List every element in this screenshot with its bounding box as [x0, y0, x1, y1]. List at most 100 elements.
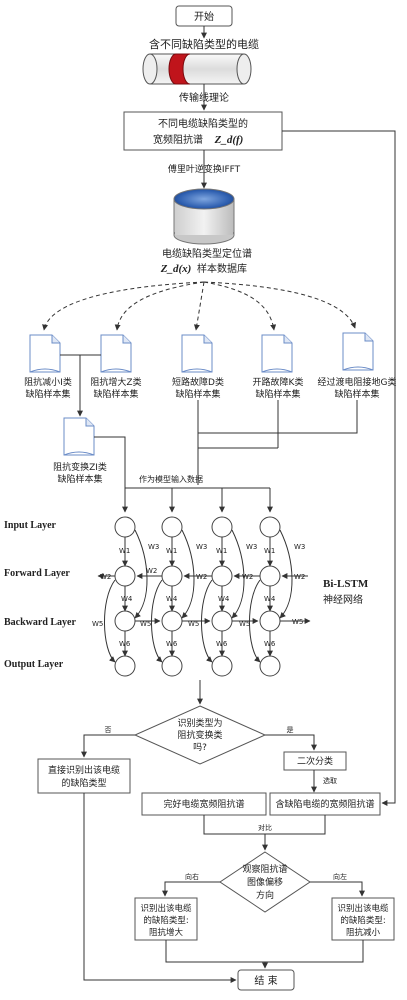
w6-label: W6: [264, 640, 276, 648]
doc-icon-z: [100, 334, 132, 373]
doc-d-line2: 缺陷样本集: [175, 388, 220, 400]
nn-input-node: [161, 516, 183, 538]
doc-k-line2: 缺陷样本集: [255, 388, 300, 400]
w5-label: W5: [239, 620, 250, 628]
w3-label: W3: [196, 543, 207, 551]
decision2-line3: 方向: [256, 889, 274, 901]
nn-output-node: [114, 655, 136, 677]
w1-label: W1: [166, 547, 177, 555]
doc-k-line1: 开路故障K类: [253, 376, 304, 388]
w1-label: W1: [264, 547, 275, 555]
w2-label: W2: [146, 567, 157, 575]
nn-backward-node: [161, 610, 183, 632]
nn-output-node: [211, 655, 233, 677]
nn-output-node: [161, 655, 183, 677]
db-line2: 样本数据库: [197, 262, 247, 275]
w3-label: W3: [246, 543, 257, 551]
yes-label: 是: [287, 726, 294, 734]
result-decrease-line2: 的缺陷类型:: [340, 915, 385, 926]
doc-icon-k: [261, 334, 293, 373]
select-label: 选取: [323, 776, 337, 785]
w3-label: W3: [294, 543, 305, 551]
result-decrease-line1: 识别出该电缆: [337, 903, 389, 914]
nn-column-4: [249, 516, 293, 677]
nn-column-3: [201, 516, 245, 677]
bilstm-line2: 神经网络: [323, 593, 363, 606]
nn-input-node: [114, 516, 136, 538]
nn-backward-node: [259, 610, 281, 632]
decision2-line1: 观察阻抗谱: [242, 863, 287, 875]
backward-layer-label: Backward Layer: [4, 617, 77, 628]
no-label: 否: [105, 726, 112, 734]
compare-label: 对比: [258, 823, 272, 832]
spectrum-symbol: Z_d(f): [214, 134, 244, 146]
model-input-label: 作为模型输入数据: [139, 474, 203, 484]
nn-forward-node: [161, 565, 183, 587]
ifft-label: 傅里叶逆变换IFFT: [168, 163, 241, 175]
db-symbol: Z_d(x): [160, 263, 192, 275]
w4-label: W4: [166, 595, 178, 603]
start-label: 开始: [194, 10, 214, 23]
doc-i-line2: 缺陷样本集: [25, 388, 70, 400]
input-layer-label: Input Layer: [4, 520, 57, 531]
spectrum-box-line1: 不同电缆缺陷类型的: [158, 117, 248, 130]
nn-output-node: [259, 655, 281, 677]
db-line1: 电缆缺陷类型定位谱: [162, 247, 252, 260]
decision1-line3: 吗?: [193, 742, 207, 753]
doc-g-line2: 缺陷样本集: [334, 388, 379, 400]
result-increase-line1: 识别出该电缆: [140, 903, 192, 914]
w6-label: W6: [166, 640, 178, 648]
doc-zi-line2: 缺陷样本集: [57, 473, 102, 485]
w2-label: W2: [242, 573, 253, 581]
doc-zi-line1: 阻抗变换ZI类: [53, 461, 107, 473]
database-icon: [173, 188, 235, 245]
decision-impedance-type: [133, 705, 267, 765]
w4-label: W4: [218, 595, 230, 603]
nn-forward-node: [114, 565, 136, 587]
decision2-line2: 图像偏移: [247, 876, 283, 888]
doc-icon-d: [181, 334, 213, 373]
w6-label: W6: [216, 640, 228, 648]
nn-input-node: [211, 516, 233, 538]
theory-label: 传输线理论: [179, 91, 229, 104]
direct-box-line1: 直接识别出该电缆: [48, 764, 120, 776]
direct-box-line2: 的缺陷类型: [61, 777, 106, 789]
spectrum-box: [123, 111, 283, 151]
result-decrease-line3: 阻抗减小: [346, 927, 381, 938]
nn-backward-node: [114, 610, 136, 632]
forward-layer-label: Forward Layer: [4, 568, 70, 579]
doc-z-line1: 阻抗增大Z类: [90, 376, 141, 388]
nn-forward-node: [259, 565, 281, 587]
decision-shift-direction: [219, 851, 311, 913]
secondary-classify-box: [283, 751, 347, 771]
w5-label: W5: [188, 620, 199, 628]
w4-label: W4: [264, 595, 276, 603]
end-label: 结 束: [254, 974, 277, 987]
result-increase-line3: 阻抗增大: [149, 927, 184, 938]
nn-forward-node: [211, 565, 233, 587]
nn-column-1: [104, 516, 148, 677]
nn-input-node: [259, 516, 281, 538]
doc-d-line1: 短路故障D类: [172, 376, 224, 388]
weight-labels: W1 W1 W1 W1 W3 W3 W3 W3 W2 W2 W2 W2 W2 W…: [92, 543, 305, 648]
result-increase-box: [134, 897, 198, 941]
direct-identify-box: [37, 758, 131, 794]
secondary-box-label: 二次分类: [297, 755, 333, 767]
w4-label: W4: [121, 595, 133, 603]
w5-label: W5: [292, 618, 303, 626]
w1-label: W1: [216, 547, 227, 555]
w2-label: W2: [100, 573, 111, 581]
doc-g-line1: 经过渡电阻接地G类: [318, 376, 397, 388]
doc-z-line2: 缺陷样本集: [93, 388, 138, 400]
nn-backward-node: [211, 610, 233, 632]
decision1-line1: 识别类型为: [177, 717, 222, 729]
result-increase-line2: 的缺陷类型:: [143, 915, 188, 926]
bilstm-line1: Bi-LSTM: [323, 578, 369, 590]
doc-i-line1: 阻抗减小I类: [24, 376, 72, 388]
w5-label: W5: [92, 620, 103, 628]
decision1-line2: 阻抗变换类: [177, 729, 222, 741]
w3-label: W3: [148, 543, 159, 551]
w2-label: W2: [294, 573, 305, 581]
defect-box-label: 含缺陷电缆的宽频阻抗谱: [275, 798, 374, 810]
